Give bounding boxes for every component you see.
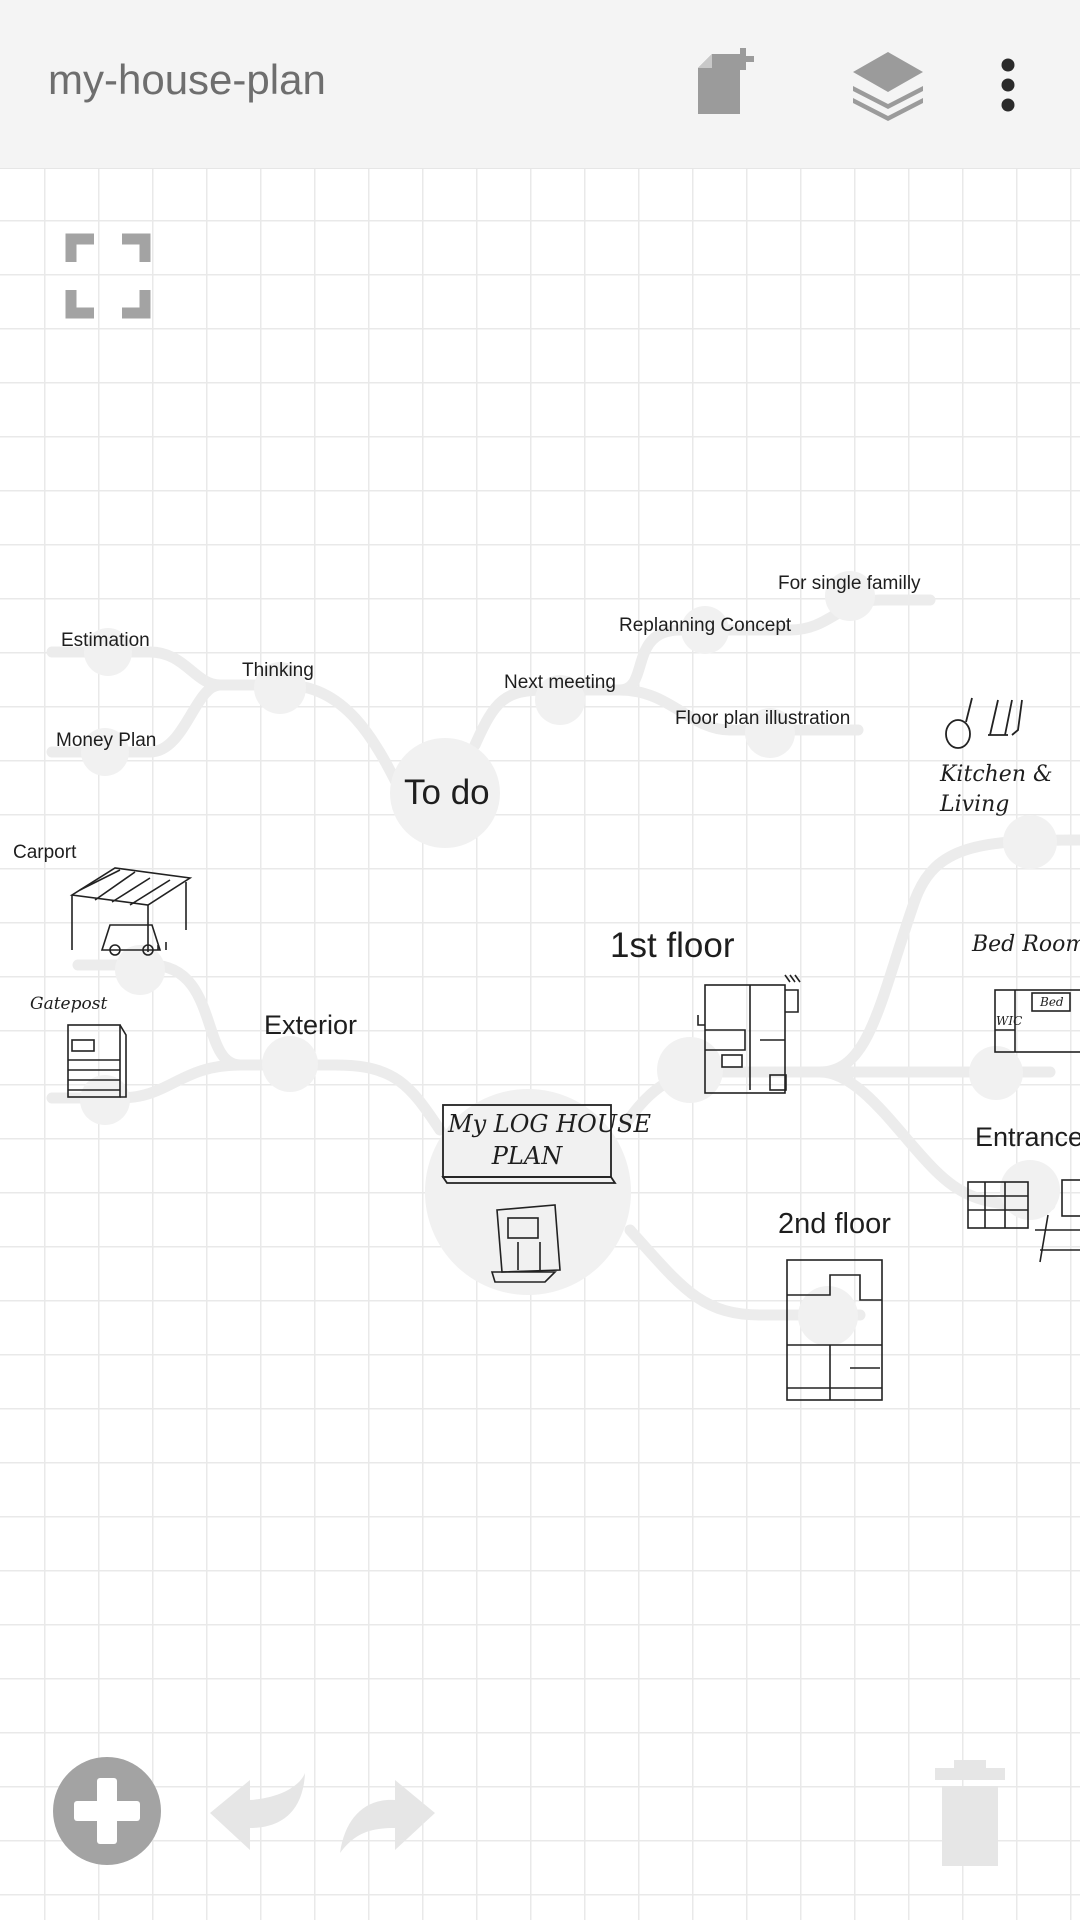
undo-button[interactable] xyxy=(205,1768,310,1858)
node-carport[interactable]: Carport xyxy=(13,842,77,863)
node-for-single-family[interactable]: For single familly xyxy=(778,573,921,594)
node-exterior[interactable]: Exterior xyxy=(264,1010,358,1040)
fullscreen-icon xyxy=(65,233,151,319)
node-floor-plan-illustration[interactable]: Floor plan illustration xyxy=(675,708,851,729)
node-next-meeting[interactable]: Next meeting xyxy=(504,672,616,693)
plan-sign-frame xyxy=(441,1104,617,1184)
add-node-button[interactable] xyxy=(52,1756,162,1866)
trash-icon xyxy=(935,1760,1005,1866)
more-options-button[interactable] xyxy=(968,40,1048,130)
plan-sign-line2: PLAN xyxy=(491,1142,563,1170)
house-sketch xyxy=(490,1204,561,1283)
node-gatepost[interactable]: Gatepost xyxy=(30,994,108,1014)
kitchen-sketch xyxy=(945,697,1023,749)
bedroom-bed-label: Bed xyxy=(1040,995,1064,1009)
delete-button[interactable] xyxy=(930,1758,1010,1868)
document-title: my-house-plan xyxy=(48,56,326,103)
gatepost-sketch xyxy=(67,1024,127,1098)
node-2nd-floor[interactable]: 2nd floor xyxy=(778,1208,891,1240)
layers-button[interactable] xyxy=(845,40,935,130)
undo-icon xyxy=(210,1773,305,1850)
redo-button[interactable] xyxy=(335,1768,440,1858)
first-floor-plan-sketch xyxy=(697,974,801,1094)
entrance-sketch xyxy=(967,1179,1080,1263)
app-toolbar: my-house-plan xyxy=(0,0,1080,169)
node-entrance[interactable]: Entrance xyxy=(975,1122,1080,1152)
layers-icon xyxy=(853,52,923,121)
node-money-plan[interactable]: Money Plan xyxy=(56,730,157,751)
node-bed-room[interactable]: Bed Room xyxy=(972,932,1080,957)
mindmap-branches xyxy=(46,571,1080,1401)
add-page-icon xyxy=(698,48,754,114)
add-page-button[interactable] xyxy=(680,40,770,130)
redo-icon xyxy=(340,1780,435,1853)
node-kitchen-living[interactable]: Kitchen & Living xyxy=(940,762,1053,817)
plan-sign-line1[interactable]: My LOG HOUSE xyxy=(448,1110,651,1138)
node-todo[interactable]: To do xyxy=(404,773,490,812)
node-estimation[interactable]: Estimation xyxy=(61,630,150,651)
node-replanning-concept[interactable]: Replanning Concept xyxy=(619,615,792,636)
second-floor-plan-sketch xyxy=(786,1259,883,1401)
node-1st-floor[interactable]: 1st floor xyxy=(610,926,735,965)
node-thinking[interactable]: Thinking xyxy=(242,660,314,681)
bedroom-sketch xyxy=(994,989,1080,1053)
mindmap-canvas[interactable]: To do Thinking Estimation Money Plan Nex… xyxy=(0,168,1080,1920)
more-vert-icon xyxy=(1001,58,1015,112)
add-icon xyxy=(53,1757,161,1865)
carport-sketch xyxy=(69,867,193,956)
bedroom-wic-label: WIC xyxy=(996,1014,1023,1028)
fullscreen-button[interactable] xyxy=(60,228,156,324)
